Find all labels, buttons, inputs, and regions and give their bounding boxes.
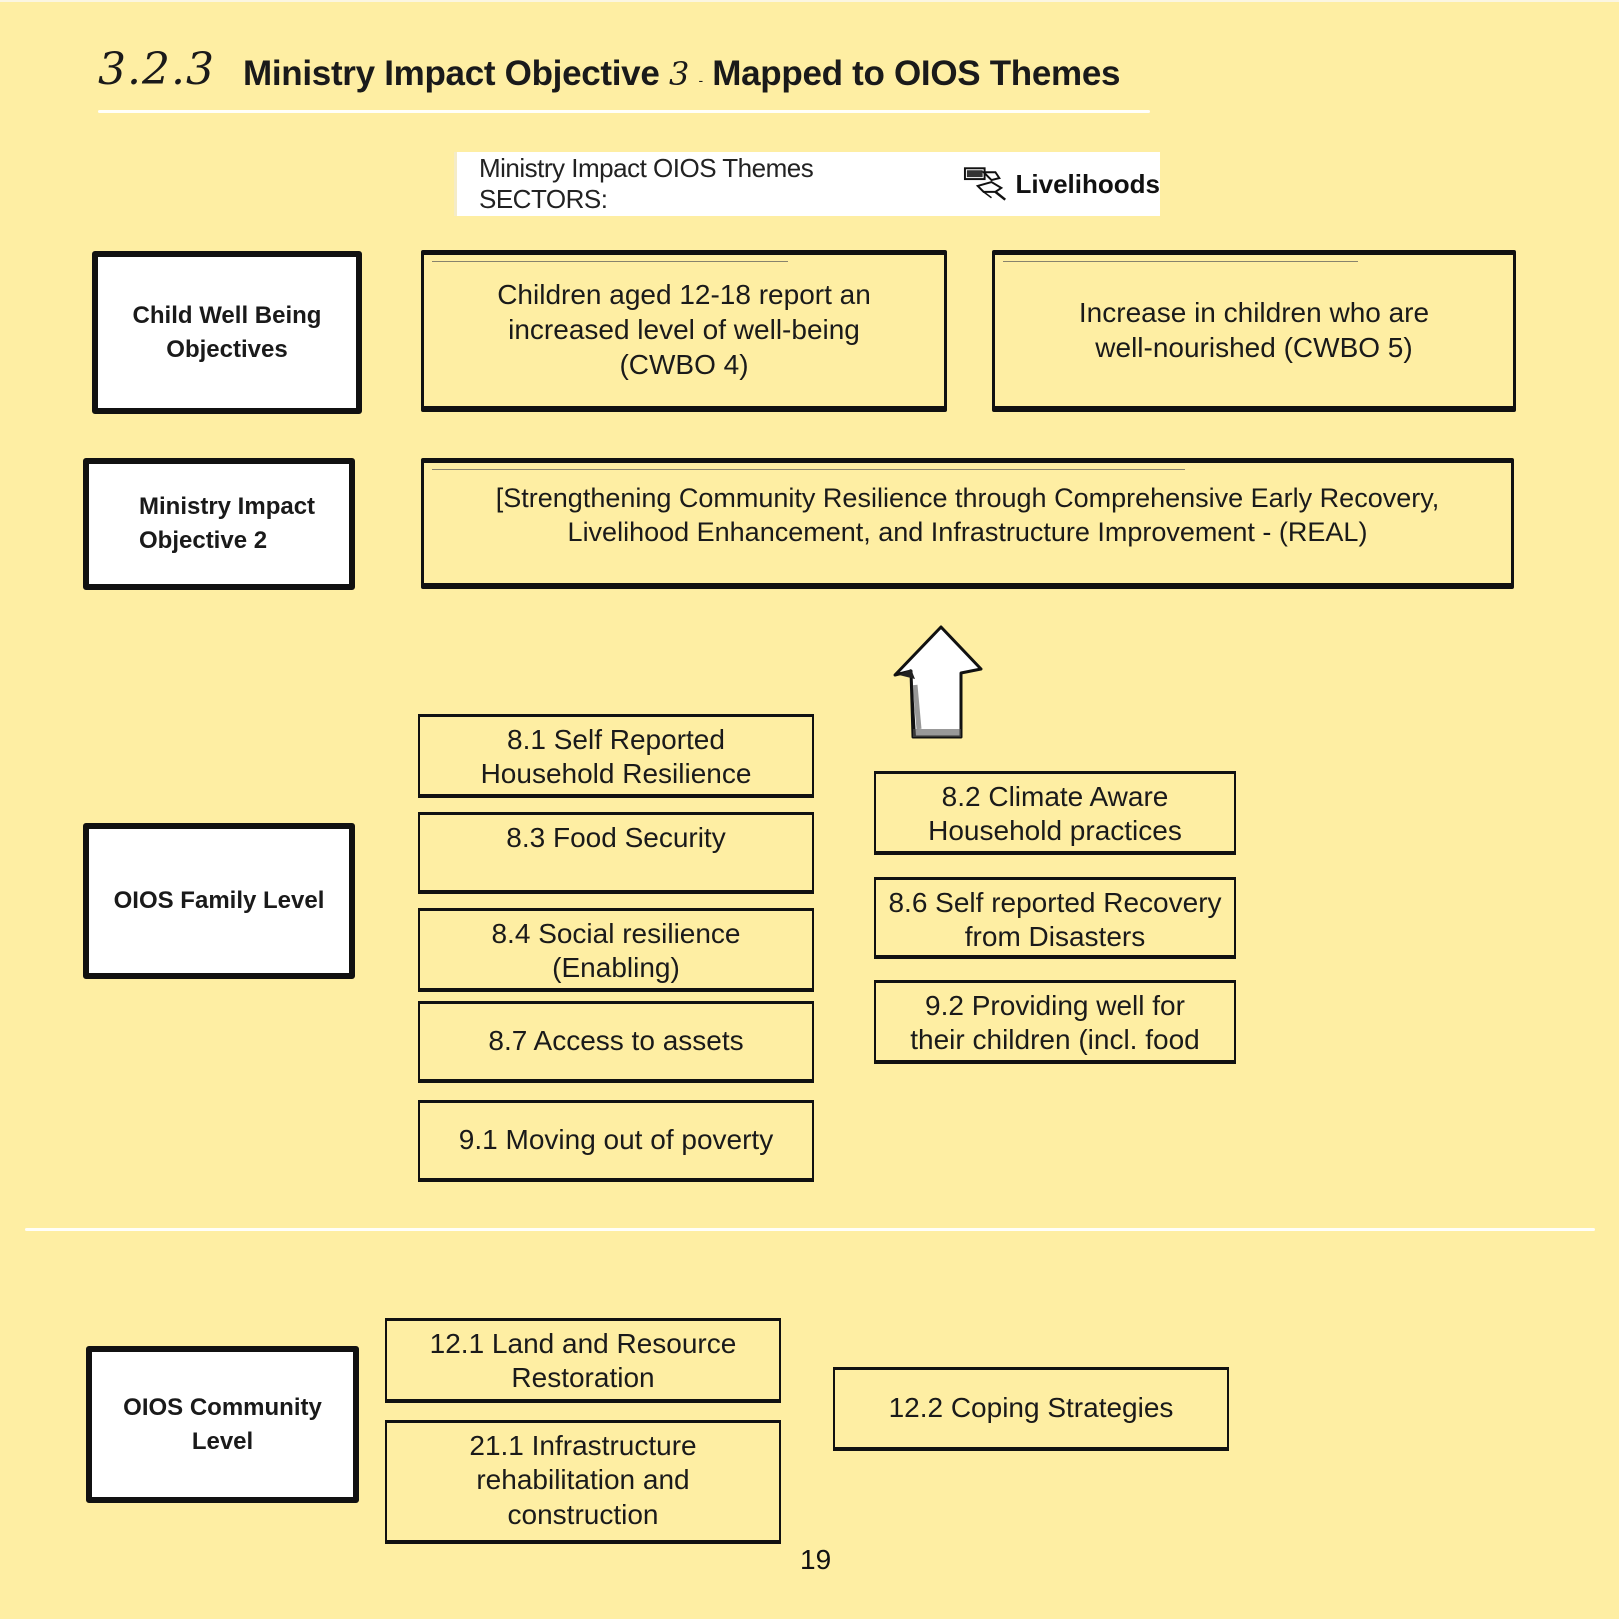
arrow-up-icon <box>893 625 983 739</box>
family-theme-text: 9.1 Moving out of poverty <box>458 1124 774 1156</box>
sectors-banner: Ministry Impact OIOS Themes SECTORS: Liv… <box>454 152 1160 216</box>
cwbo-item-text: Increase in children who are well-nouris… <box>1078 296 1430 363</box>
ministry-objective-label-line1: Ministry Impact <box>139 493 316 521</box>
family-theme-text: 8.4 Social resilience (Enabling) <box>491 918 741 984</box>
title-objective-number: 3 <box>668 55 690 93</box>
family-theme-item: 8.4 Social resilience (Enabling) <box>418 908 814 992</box>
community-theme-item: 21.1 Infrastructure rehabilitation and c… <box>385 1420 781 1544</box>
family-theme-text: 8.6 Self reported Recovery from Disaster… <box>888 887 1222 953</box>
title-separator: - <box>698 72 703 88</box>
family-theme-item: 8.1 Self Reported Household Resilience <box>418 714 814 798</box>
ministry-objective-label-line2: Objective 2 <box>139 527 268 554</box>
ministry-objective-box: [Strengthening Community Resilience thro… <box>421 458 1514 589</box>
top-border <box>0 0 1619 2</box>
title-underline <box>98 110 1150 113</box>
page-number: 19 <box>800 1544 832 1575</box>
community-theme-text: 21.1 Infrastructure rehabilitation and c… <box>469 1430 697 1530</box>
cwbo-label: Child Well Being Objectives <box>132 301 322 363</box>
community-theme-item: 12.1 Land and Resource Restoration <box>385 1318 781 1403</box>
family-theme-item: 8.2 Climate Aware Household practices <box>874 771 1236 855</box>
community-level-label-box: OIOS Community Level <box>86 1346 359 1503</box>
family-theme-item: 8.6 Self reported Recovery from Disaster… <box>874 877 1236 959</box>
family-theme-item: 8.7 Access to assets <box>418 1001 814 1083</box>
family-theme-text: 8.1 Self Reported Household Resilience <box>480 724 752 790</box>
page-title: Ministry Impact Objective 3 - Mapped to … <box>243 54 1121 94</box>
community-theme-item: 12.2 Coping Strategies <box>833 1367 1229 1451</box>
family-theme-text: 9.2 Providing well for their children (i… <box>910 990 1200 1056</box>
ministry-objective-label-box: Ministry Impact Objective 2 <box>83 458 355 590</box>
family-theme-item: 8.3 Food Security <box>418 812 814 894</box>
community-theme-text: 12.2 Coping Strategies <box>888 1392 1174 1424</box>
ministry-objective-text: [Strengthening Community Resilience thro… <box>495 483 1440 547</box>
cwbo-label-box: Child Well Being Objectives <box>92 251 362 414</box>
family-theme-text: 8.2 Climate Aware Household practices <box>928 781 1182 847</box>
section-number: 3.2.3 <box>98 44 215 95</box>
cwbo-item: Children aged 12-18 report an increased … <box>421 250 947 412</box>
family-level-label-box: OIOS Family Level <box>83 823 355 979</box>
family-theme-text: 8.7 Access to assets <box>488 1025 744 1057</box>
money-hand-icon <box>964 167 1007 201</box>
family-level-label: OIOS Family Level <box>113 887 325 915</box>
cwbo-item-text: Children aged 12-18 report an increased … <box>497 279 871 380</box>
title-part-2: Mapped to OIOS Themes <box>712 54 1121 93</box>
family-theme-item: 9.1 Moving out of poverty <box>418 1100 814 1182</box>
section-divider <box>25 1228 1595 1231</box>
title-part-1: Ministry Impact Objective <box>243 54 660 93</box>
ministry-objective-label: Ministry Impact Objective 2 <box>139 490 315 557</box>
family-theme-item: 9.2 Providing well for their children (i… <box>874 980 1236 1064</box>
family-theme-text: 8.3 Food Security <box>506 822 726 853</box>
sectors-value: Livelihoods <box>1015 168 1160 199</box>
cwbo-item: Increase in children who are well-nouris… <box>992 250 1516 412</box>
community-theme-text: 12.1 Land and Resource Restoration <box>429 1328 737 1394</box>
community-level-label: OIOS Community Level <box>123 1393 322 1455</box>
sectors-label: Ministry Impact OIOS Themes SECTORS: <box>479 153 814 214</box>
